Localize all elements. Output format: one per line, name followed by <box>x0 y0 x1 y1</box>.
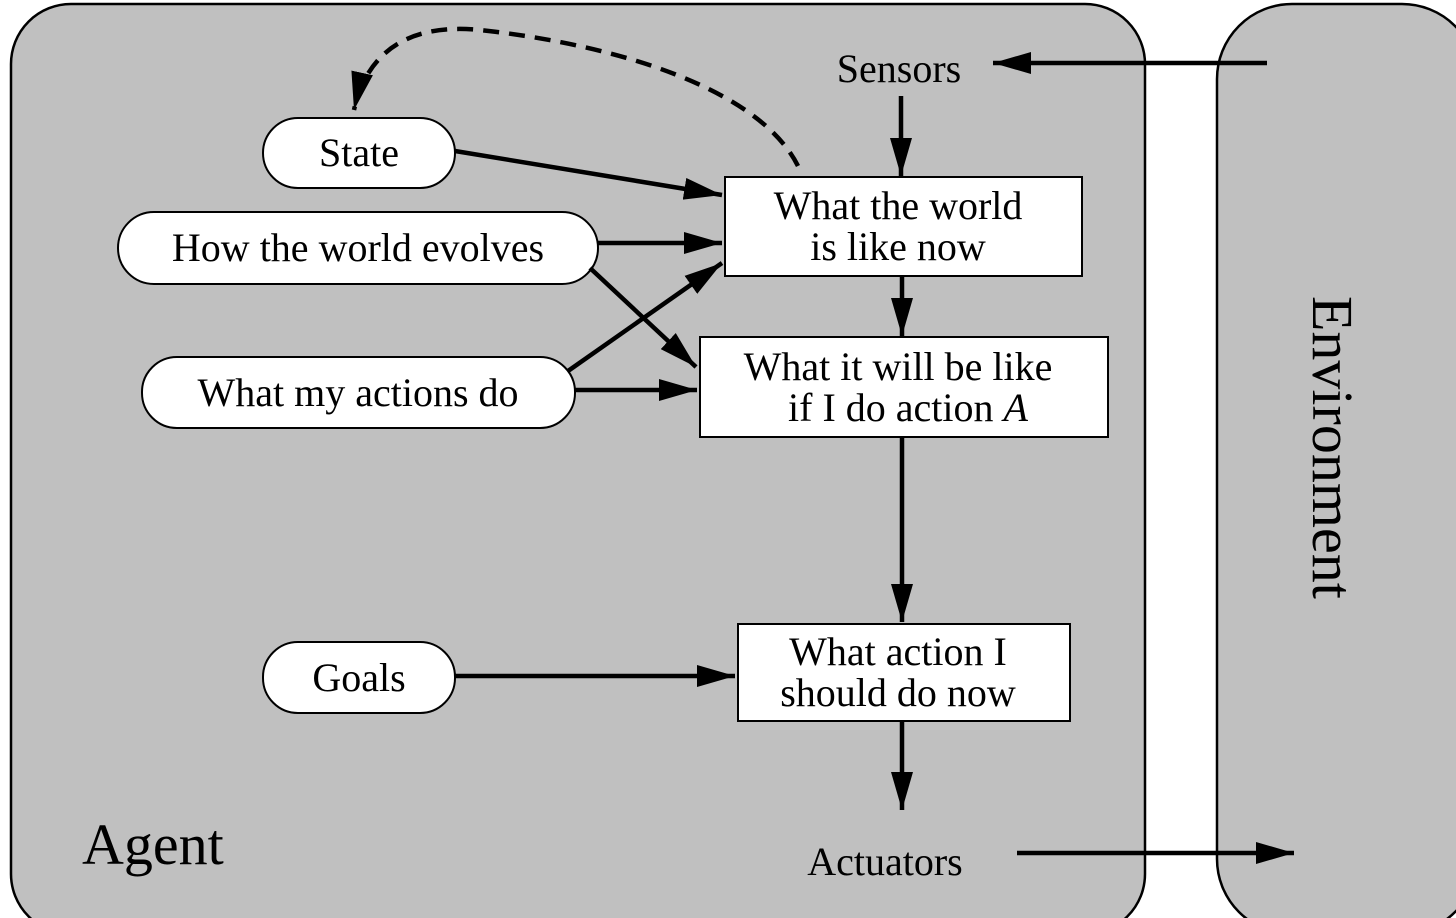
goals-label: Goals <box>312 655 405 700</box>
will-be-like-line2-prefix: if I do action <box>788 385 1004 430</box>
sensors-label: Sensors <box>837 46 961 91</box>
actuators-label: Actuators <box>807 839 963 884</box>
action-line2: should do now <box>780 670 1016 715</box>
agent-label: Agent <box>82 812 224 877</box>
how-world-evolves-label: How the world evolves <box>172 225 544 270</box>
will-be-like-line1: What it will be like <box>744 344 1053 389</box>
state-update-dashed-arrow <box>351 26 801 168</box>
state-label: State <box>319 130 399 175</box>
environment-label: Environment <box>1300 296 1365 599</box>
what-my-actions-do-label: What my actions do <box>197 370 518 415</box>
action-line1: What action I <box>789 629 1007 674</box>
agent-container <box>9 2 1147 918</box>
state-to-world-arrow <box>454 148 723 200</box>
world-now-box <box>724 176 1083 277</box>
world-now-line2: is like now <box>810 224 986 269</box>
action-box <box>737 623 1071 722</box>
how-world-evolves-node <box>117 211 599 285</box>
environment-container <box>1215 2 1456 918</box>
will-be-like-action-var: A <box>1001 385 1029 430</box>
actions-to-world-arrow <box>566 261 724 373</box>
what-my-actions-do-node <box>141 356 576 429</box>
world-now-line1: What the world <box>774 183 1023 228</box>
will-be-like-line2: if I do action A <box>788 385 1029 430</box>
